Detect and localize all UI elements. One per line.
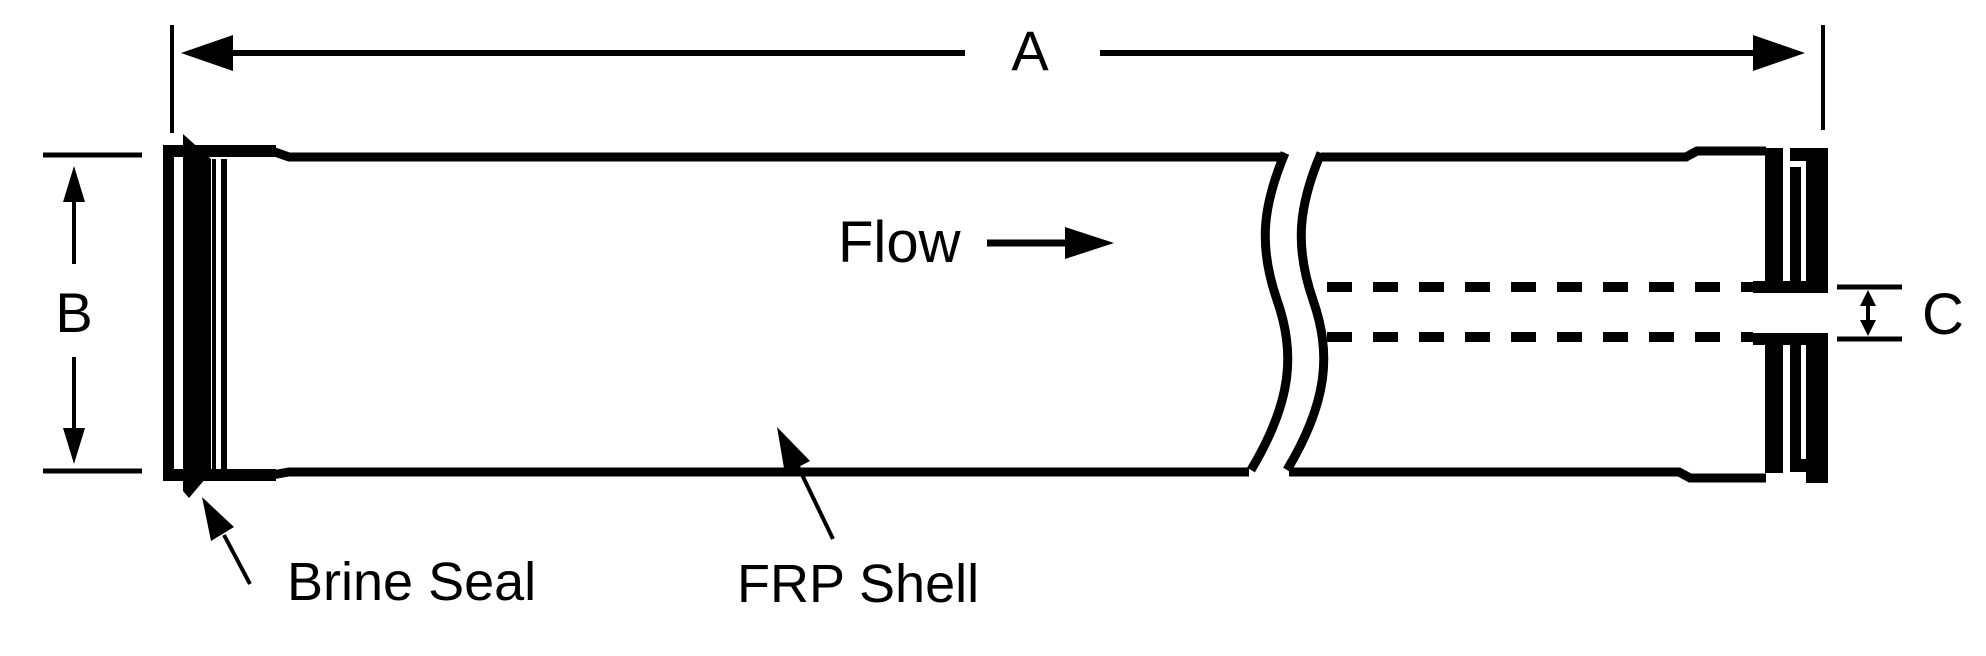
frp-shell-leader-line bbox=[792, 457, 835, 540]
dim-b-arrowhead-up-icon bbox=[63, 166, 85, 202]
permeate-tube-top-edge bbox=[1753, 281, 1828, 293]
dim-a-arrowhead-left-icon bbox=[181, 35, 233, 71]
frp-shell-label: FRP Shell bbox=[737, 554, 979, 614]
flow-arrowhead-icon bbox=[1065, 227, 1114, 259]
membrane-element-body bbox=[163, 134, 1828, 498]
break-curve-left bbox=[1247, 151, 1293, 473]
right-end-face-bottom bbox=[1806, 345, 1828, 483]
dimension-a: A bbox=[170, 19, 1825, 133]
permeate-tube-hidden-lines bbox=[1327, 282, 1753, 342]
left-end-cap-inner-line bbox=[212, 159, 216, 472]
break-lines bbox=[1247, 151, 1329, 473]
left-end-face-line bbox=[163, 147, 174, 481]
shell-top-line-left bbox=[270, 146, 1285, 162]
flow-label: Flow bbox=[838, 210, 962, 275]
right-end-cap bbox=[1753, 148, 1828, 483]
dim-a-label: A bbox=[1011, 19, 1049, 82]
brine-seal-label: Brine Seal bbox=[287, 552, 536, 612]
break-curve-right bbox=[1283, 151, 1329, 473]
dimension-c: C bbox=[1837, 282, 1964, 347]
left-end-cap-edge-line bbox=[221, 159, 227, 472]
dim-b-label: B bbox=[55, 281, 92, 344]
left-end-cap bbox=[163, 134, 276, 498]
dim-c-arrowhead-down-icon bbox=[1860, 320, 1876, 336]
dim-a-arrowhead-right-icon bbox=[1753, 35, 1805, 71]
shell-top-line-right bbox=[1321, 146, 1766, 162]
dim-c-label: C bbox=[1922, 282, 1964, 347]
frp-shell-callout: FRP Shell bbox=[737, 427, 979, 614]
dim-c-arrowhead-up-icon bbox=[1860, 290, 1876, 306]
permeate-tube-bottom-edge bbox=[1753, 333, 1828, 345]
flow-annotation: Flow bbox=[838, 210, 1114, 275]
brine-seal-leader-line bbox=[222, 534, 252, 585]
right-end-bar2-top bbox=[1790, 167, 1801, 288]
brine-seal bbox=[183, 134, 211, 498]
shell-bottom-line-right bbox=[1289, 467, 1766, 483]
right-end-bar1-top bbox=[1765, 148, 1783, 288]
brine-seal-leader-arrowhead-icon bbox=[202, 497, 234, 541]
shell-bottom-line-left bbox=[271, 467, 1249, 480]
dimension-b: B bbox=[43, 152, 142, 474]
frp-shell-leader-arrowhead-icon bbox=[777, 427, 810, 474]
right-end-bar2-bottom bbox=[1790, 345, 1801, 459]
dim-b-arrowhead-down-icon bbox=[63, 428, 85, 464]
brine-seal-callout: Brine Seal bbox=[202, 497, 536, 612]
right-end-bar1-bottom bbox=[1765, 345, 1783, 473]
frp-shell-outline bbox=[270, 146, 1766, 483]
right-end-face-top bbox=[1806, 148, 1828, 293]
